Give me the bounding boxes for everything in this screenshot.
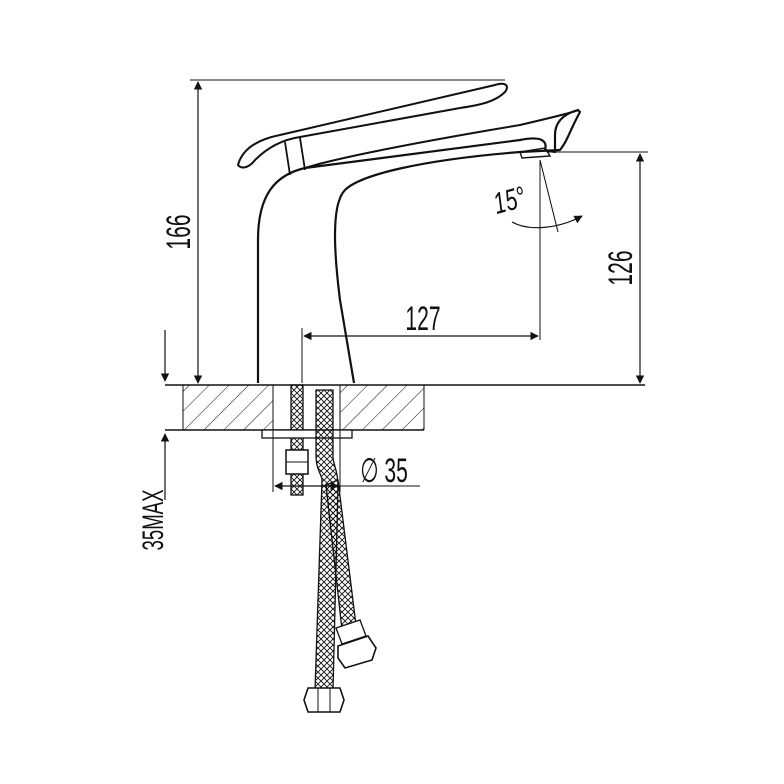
countertop-section	[165, 384, 645, 431]
dim-label-hole-diameter: ∅ 35	[360, 451, 408, 489]
dim-spout-reach: 127	[301, 160, 541, 383]
dim-label-total-height: 166	[159, 214, 197, 249]
supply-hose-2	[325, 479, 377, 669]
dim-label-spout-angle: 15°	[490, 181, 529, 221]
dim-label-deck-thickness: 35MAX	[137, 489, 171, 550]
dim-label-spout-height: 126	[601, 250, 639, 285]
dim-deck-thickness: 35MAX	[137, 330, 171, 550]
dim-spout-angle: 15°	[490, 159, 583, 233]
dim-spout-height: 126	[548, 151, 648, 384]
dim-hole-diameter: ∅ 35	[272, 430, 420, 492]
mounting-stud	[261, 384, 353, 496]
dim-label-spout-reach: 127	[405, 299, 440, 337]
faucet-body	[237, 82, 582, 384]
supply-hose-1	[303, 389, 345, 713]
dim-total-height: 166	[159, 79, 505, 384]
